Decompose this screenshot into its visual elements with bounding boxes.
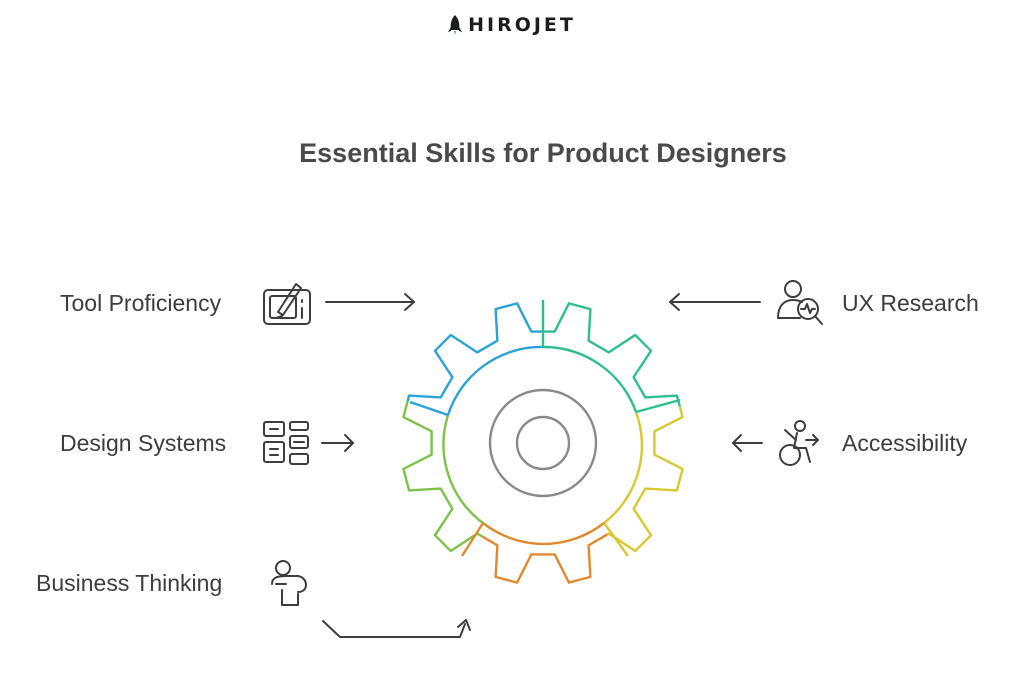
brand-name: HIROJET: [468, 14, 576, 36]
inner-ring-orange: [482, 522, 605, 546]
drawing-tablet-icon: [263, 283, 311, 325]
gear-hub-outer: [488, 388, 598, 498]
skill-label-design-systems: Design Systems: [60, 430, 227, 456]
user-search-icon: [777, 280, 823, 325]
gear-divider-bottom-left: [460, 522, 485, 557]
page-title: Essential Skills for Product Designers: [299, 138, 787, 168]
inner-ring-teal: [542, 345, 638, 413]
brand-logo: HIROJET: [0, 14, 1024, 36]
arrow-tool-proficiency: [325, 293, 415, 311]
inner-ring-blue: [446, 345, 544, 416]
gear-divider-right: [635, 398, 681, 414]
arrow-design-systems: [321, 434, 354, 452]
arrow-business-thinking: [322, 619, 471, 638]
gear-segment-orange: [402, 443, 684, 584]
skill-label-ux-research: UX Research: [842, 290, 979, 316]
wheelchair-icon: [779, 420, 819, 466]
gear-divider-left: [409, 400, 449, 417]
rocket-icon: [448, 15, 463, 35]
gear-hub-inner: [515, 415, 571, 471]
gear-divider-bottom-right: [603, 522, 629, 557]
layout-blocks-icon: [263, 421, 309, 465]
skill-label-tool-proficiency: Tool Proficiency: [60, 290, 222, 316]
skill-label-business-thinking: Business Thinking: [36, 570, 223, 596]
thinking-person-icon: [271, 560, 307, 606]
skill-label-accessibility: Accessibility: [842, 430, 968, 456]
arrow-ux-research: [669, 293, 761, 311]
inner-ring-yellow: [603, 411, 644, 524]
inner-ring-green: [442, 414, 484, 524]
arrow-accessibility: [732, 434, 763, 452]
gear-segment-teal: [543, 302, 684, 443]
gear-segment-blue: [402, 302, 543, 443]
